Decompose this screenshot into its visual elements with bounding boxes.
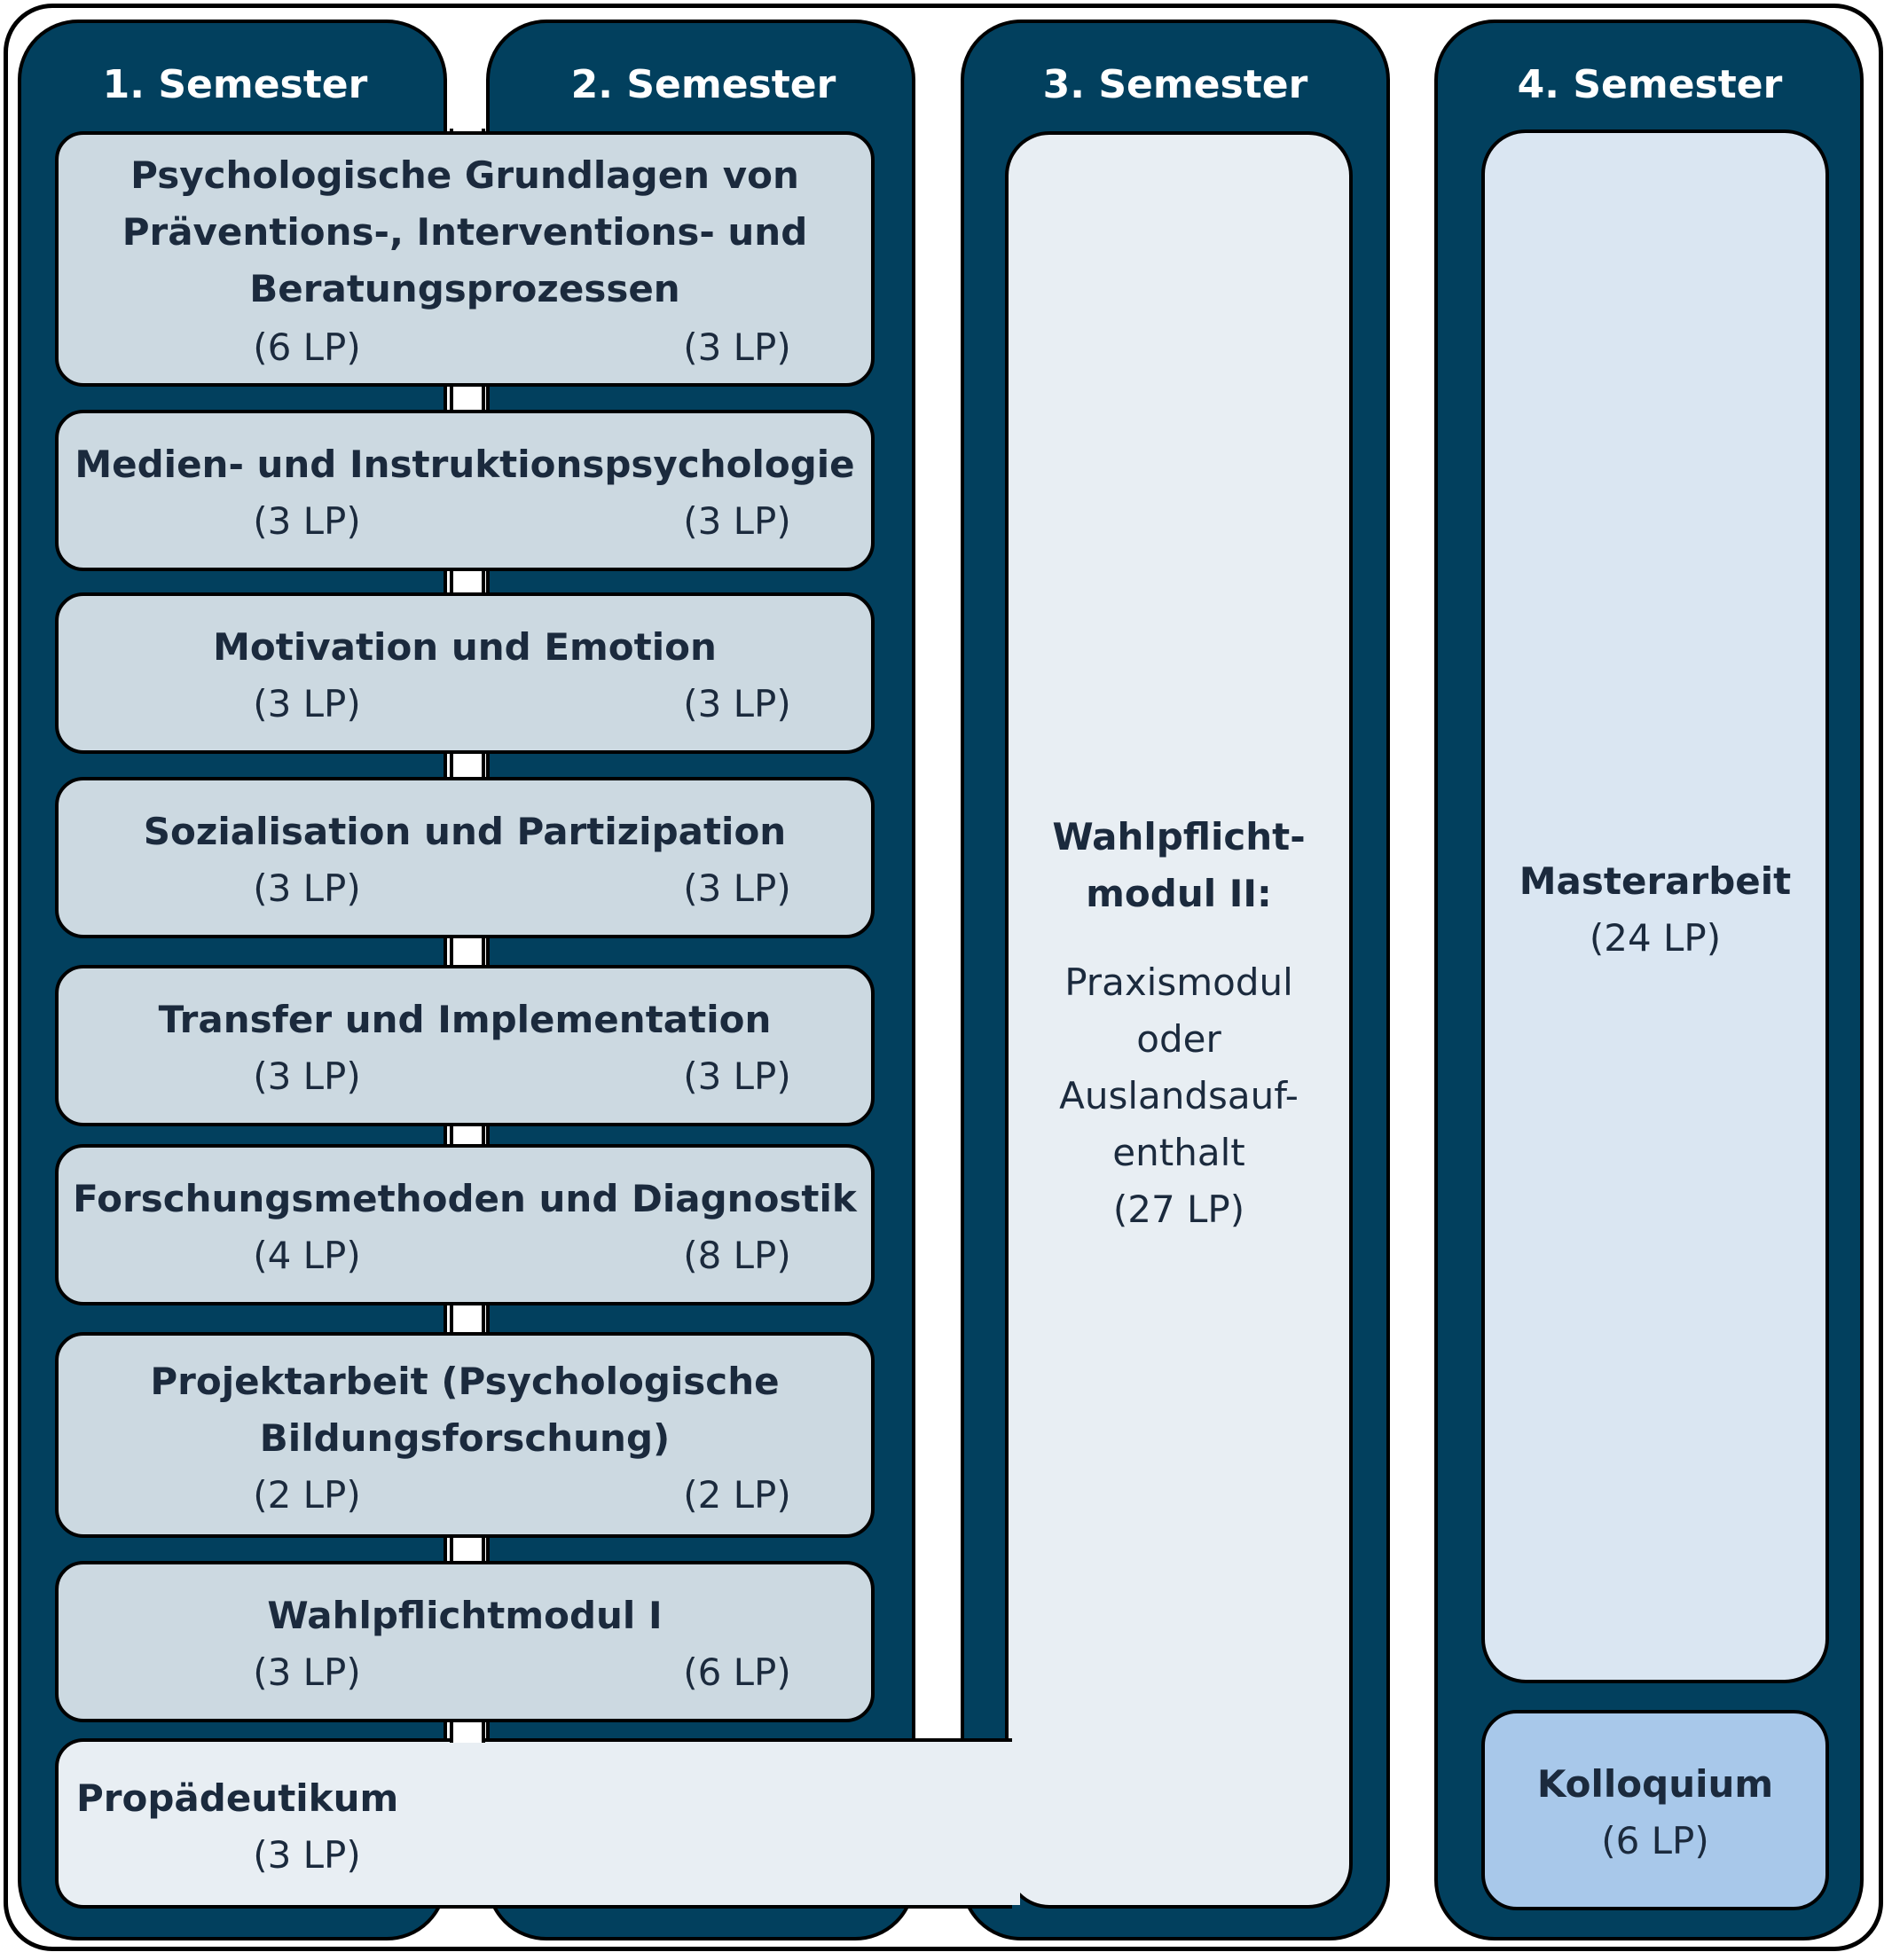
wahlpflichtmodul-2-title-line1: Wahlpflicht- xyxy=(1052,815,1306,858)
wahlpflichtmodul-2-line2: oder xyxy=(1136,1017,1221,1061)
module-lp-semester-1: (3 LP) xyxy=(253,682,361,725)
masterarbeit-name: Masterarbeit xyxy=(1519,859,1792,903)
semester-3-title: 3. Semester xyxy=(1042,62,1308,107)
wahlpflichtmodul-2-line1: Praxismodul xyxy=(1064,960,1293,1004)
module-lp-semester-2: (2 LP) xyxy=(683,1473,791,1517)
module-name: Wahlpflichtmodul I xyxy=(267,1594,663,1637)
module-name: Forschungsmethoden und Diagnostik xyxy=(73,1177,857,1220)
wahlpflichtmodul-2-line3: Auslandsauf- xyxy=(1059,1074,1299,1117)
semester-4-title: 4. Semester xyxy=(1517,62,1783,107)
module-lp-semester-2: (3 LP) xyxy=(683,682,791,725)
module-card: Motivation und Emotion (3 LP) (3 LP) xyxy=(55,592,875,754)
masterarbeit-box: Masterarbeit (24 LP) xyxy=(1481,129,1829,1683)
kolloquium-box: Kolloquium (6 LP) xyxy=(1481,1710,1829,1910)
module-lp-semester-1: (3 LP) xyxy=(253,1054,361,1098)
module-lp-semester-1: (2 LP) xyxy=(253,1473,361,1517)
propaedeutikum-name: Propädeutikum xyxy=(76,1776,399,1820)
module-lp-semester-1: (3 LP) xyxy=(253,1650,361,1694)
module-lp-semester-2: (8 LP) xyxy=(683,1234,791,1277)
module-lp-semester-2: (3 LP) xyxy=(683,325,791,369)
module-name: Transfer und Implementation xyxy=(158,998,772,1041)
module-name: Medien- und Instruktionspsychologie xyxy=(75,443,855,486)
module-lp-semester-2: (3 LP) xyxy=(683,1054,791,1098)
kolloquium-lp: (6 LP) xyxy=(1601,1819,1709,1862)
semester-1-title: 1. Semester xyxy=(102,62,368,107)
wahlpflichtmodul-2-title-line2: modul II: xyxy=(1086,872,1272,915)
module-card: Wahlpflichtmodul I (3 LP) (6 LP) xyxy=(55,1561,875,1722)
propaedeutikum-lp: (3 LP) xyxy=(253,1833,361,1877)
module-lp-semester-1: (3 LP) xyxy=(253,499,361,543)
module-name: Psychologische Grundlagen von Prävention… xyxy=(122,153,808,310)
module-card: Medien- und Instruktionspsychologie (3 L… xyxy=(55,410,875,571)
module-name: Sozialisation und Partizipation xyxy=(143,810,787,853)
module-lp-semester-1: (3 LP) xyxy=(253,866,361,910)
semester-2-title: 2. Semester xyxy=(570,62,836,107)
module-lp-semester-1: (4 LP) xyxy=(253,1234,361,1277)
propaedeutikum-box: Propädeutikum (3 LP) xyxy=(55,1738,1012,1909)
module-card: Projektarbeit (Psychologische Bildungsfo… xyxy=(55,1332,875,1538)
module-lp-semester-2: (6 LP) xyxy=(683,1650,791,1694)
module-lp-semester-2: (3 LP) xyxy=(683,866,791,910)
module-lp-semester-2: (3 LP) xyxy=(683,499,791,543)
module-card: Sozialisation und Partizipation (3 LP) (… xyxy=(55,777,875,938)
module-name: Motivation und Emotion xyxy=(213,625,717,669)
module-name: Projektarbeit (Psychologische Bildungsfo… xyxy=(150,1360,780,1460)
kolloquium-name: Kolloquium xyxy=(1536,1762,1774,1806)
masterarbeit-lp: (24 LP) xyxy=(1589,916,1722,960)
propaedeutikum-join xyxy=(993,1742,1020,1905)
wahlpflichtmodul-2-line4: enthalt xyxy=(1112,1131,1245,1174)
wahlpflichtmodul-2-box: Wahlpflicht- modul II: Praxismodul oder … xyxy=(1005,131,1353,1909)
module-card: Transfer und Implementation (3 LP) (3 LP… xyxy=(55,965,875,1126)
wahlpflichtmodul-2-lp: (27 LP) xyxy=(1112,1188,1245,1231)
module-card: Psychologische Grundlagen von Prävention… xyxy=(55,131,875,387)
module-card: Forschungsmethoden und Diagnostik (4 LP)… xyxy=(55,1144,875,1305)
module-lp-semester-1: (6 LP) xyxy=(253,325,361,369)
